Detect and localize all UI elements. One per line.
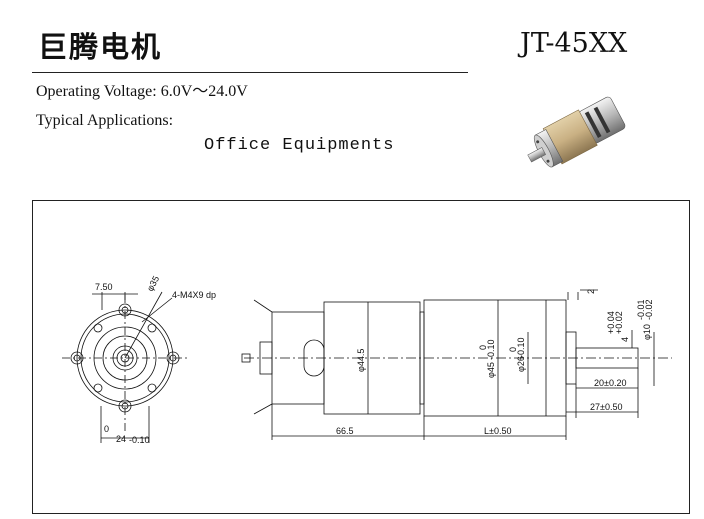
header-divider (32, 72, 468, 73)
side-view (241, 289, 672, 440)
dim-20: 20±0.20 (594, 378, 626, 388)
dim-phi26-tol-top: 0 (508, 347, 518, 352)
dim-phi35: φ35 (145, 274, 161, 293)
dim-phi10: φ10 (642, 324, 652, 340)
dim-phi45-tol: -0.10 (486, 339, 496, 360)
dim-phi45: φ45 (486, 362, 496, 378)
model-number: JT-45XX (520, 28, 628, 59)
dim-4-tol-top: +0.04 (606, 311, 616, 334)
drawing-frame (32, 200, 690, 514)
motor-photo (527, 96, 626, 168)
dim-thread: 4-M4X9 dp (172, 290, 216, 300)
dim-phi26: φ26 (516, 356, 526, 372)
dim-phi45-tol-top: 0 (478, 345, 488, 350)
applications-label: Typical Applications: (36, 112, 174, 129)
page-title: 巨腾电机 (38, 30, 163, 64)
technical-drawing: 7.50 φ35 4-M4X9 dp 24 -0.10 0 φ44.5 φ45 … (62, 274, 672, 445)
front-view (62, 291, 188, 443)
dim-24-tol-top: 0 (104, 424, 109, 434)
dim-66-5: 66.5 (336, 426, 354, 436)
voltage-spec: Operating Voltage: 6.0V～24.0V (36, 83, 248, 100)
applications-value: Office Equipments (204, 136, 395, 155)
dim-27: 27±0.50 (590, 402, 622, 412)
dim-4-tol-bot: +0.02 (614, 311, 624, 334)
dim-phi10-tol-top: -0.01 (636, 299, 646, 320)
dim-7-50: 7.50 (95, 282, 113, 292)
dim-phi44-5: φ44.5 (356, 349, 366, 372)
dim-24: 24 (116, 434, 126, 444)
dim-phi10-tol-bot: -0.02 (644, 299, 654, 320)
dim-phi26-tol: -0.10 (516, 337, 526, 358)
dim-L: L±0.50 (484, 426, 511, 436)
dim-24-tol: -0.10 (129, 435, 150, 445)
dim-4: 4 (620, 337, 630, 342)
dim-2: 2 (586, 289, 596, 294)
